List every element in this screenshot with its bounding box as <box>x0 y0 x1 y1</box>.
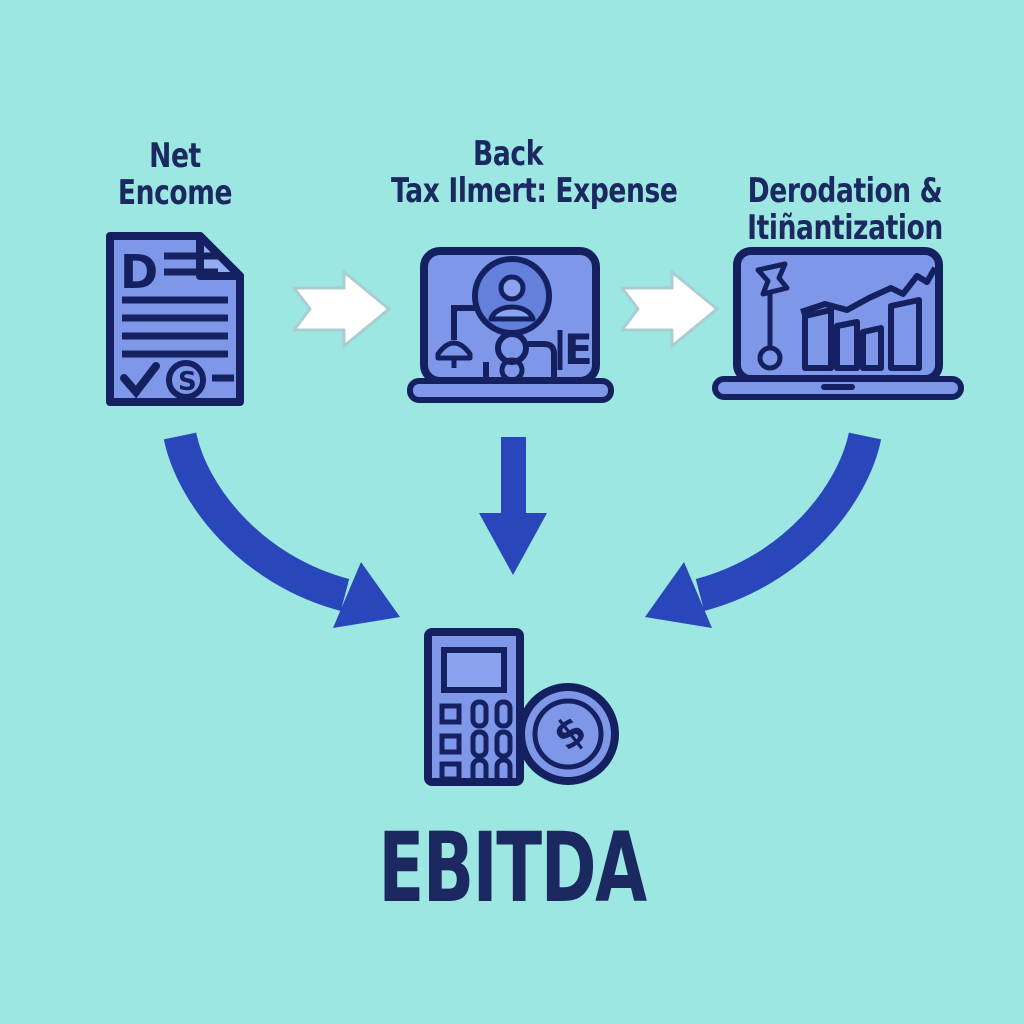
bar-4 <box>888 297 922 371</box>
arrowhead <box>645 562 712 628</box>
label-tax-expense: Back Tax Ilmert: Expense <box>391 134 678 211</box>
calc-button <box>494 757 513 786</box>
flag-icon <box>755 261 790 297</box>
person-shoulders-icon <box>488 304 536 322</box>
calculator-coin-icon: $ <box>418 626 619 791</box>
calc-button <box>494 729 513 759</box>
curved-arrow-shaft <box>163 432 350 611</box>
white-right-arrow-2 <box>620 268 720 350</box>
right-arrow-shape <box>620 270 719 348</box>
bar-2 <box>834 319 860 371</box>
flag-base-circle <box>757 345 783 371</box>
label-tax-expense-line2: Tax Ilmert: Expense <box>391 170 678 211</box>
arrowhead <box>333 562 400 628</box>
laptop-person-icon: E <box>407 247 614 403</box>
document-text-lines <box>122 296 228 358</box>
connector-line-right <box>528 341 557 381</box>
label-depreciation-amortization: Derodation & Itiñantization <box>736 173 954 246</box>
laptop-base-notch <box>821 384 855 390</box>
connector-line-left <box>451 305 476 340</box>
bar-3 <box>860 325 884 371</box>
person-head-icon <box>498 274 526 302</box>
calc-button <box>439 761 462 782</box>
arrowhead <box>479 513 547 575</box>
curved-down-right-arrow <box>150 432 405 637</box>
coin-inner-ring <box>532 698 604 770</box>
document-header-lines <box>164 252 218 276</box>
calc-button <box>470 757 489 786</box>
bell-icon <box>435 340 473 361</box>
laptop-chart-icon <box>712 247 964 400</box>
letter-e-glyph: E <box>564 325 593 374</box>
label-tax-expense-line1: Back <box>473 134 543 174</box>
bar-1 <box>802 307 834 371</box>
document-letter-glyph: D <box>120 245 158 299</box>
calculator-display <box>441 647 507 693</box>
dollar-glyph: S <box>178 367 197 397</box>
checkmark-icon <box>120 362 160 399</box>
trend-line <box>800 266 938 315</box>
ebitda-title: EBITDA <box>378 812 647 924</box>
curved-down-left-arrow <box>640 432 895 637</box>
calc-button <box>470 699 489 729</box>
white-right-arrow-1 <box>292 268 392 350</box>
label-net-income: Net Encome <box>97 138 253 211</box>
label-amortization-line2: Itiñantization <box>747 207 943 248</box>
straight-down-arrow <box>477 437 549 577</box>
calc-button <box>439 703 462 725</box>
down-arrow-shaft <box>501 437 526 517</box>
right-arrow-shape <box>292 270 391 348</box>
document-icon: D S <box>100 226 250 412</box>
curved-arrow-shaft <box>695 432 882 611</box>
laptop-base <box>407 378 614 403</box>
label-net-income-line1: Net <box>149 136 201 176</box>
calc-button <box>494 699 513 729</box>
label-depreciation-line1: Derodation & <box>747 171 943 211</box>
calc-button <box>470 729 489 759</box>
calc-button <box>439 733 462 755</box>
dollar-circle-icon <box>166 360 206 400</box>
label-net-income-line2: Encome <box>117 172 233 213</box>
